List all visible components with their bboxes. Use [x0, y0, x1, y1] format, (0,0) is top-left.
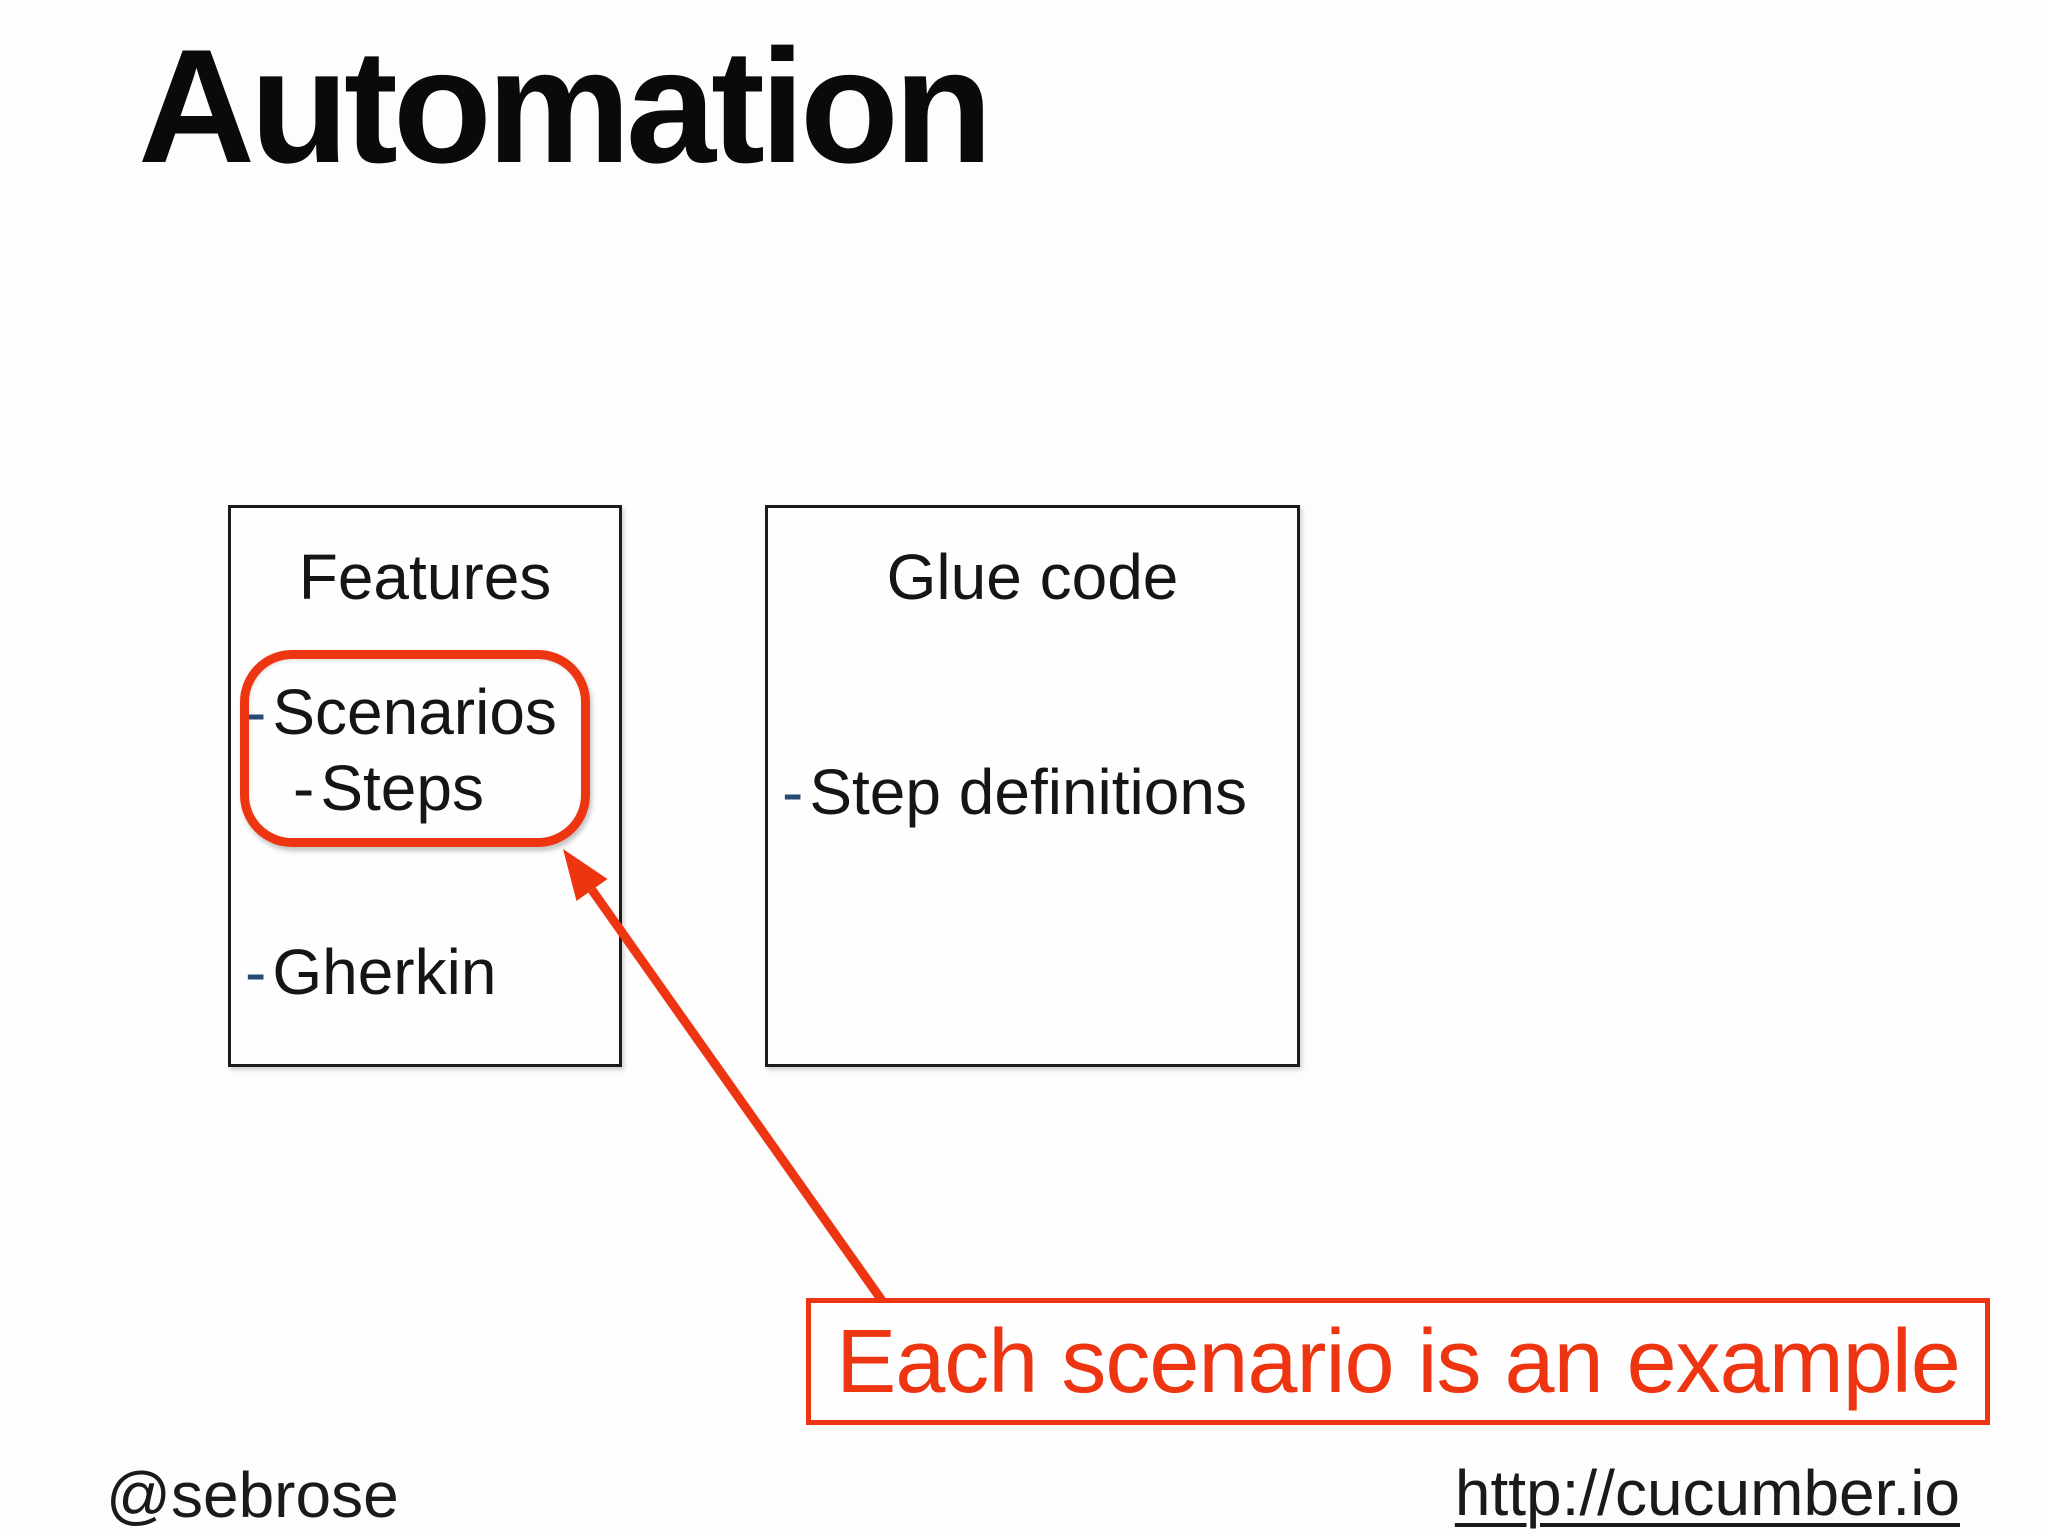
callout-text: Each scenario is an example — [836, 1311, 1961, 1412]
scenario-highlight-ring — [240, 650, 590, 847]
glue-code-box-title: Glue code — [886, 541, 1179, 613]
bullet-steps: -Steps — [293, 756, 484, 820]
dash-bullet: - — [293, 752, 315, 824]
bullet-steps-label: Steps — [320, 752, 484, 824]
slide-title: Automation — [138, 16, 993, 197]
bullet-step-definitions: -Step definitions — [782, 760, 1247, 824]
callout-box: Each scenario is an example — [806, 1298, 1990, 1425]
author-handle: @sebrose — [106, 1459, 399, 1531]
dash-bullet: - — [245, 936, 267, 1008]
bullet-gherkin-label: Gherkin — [272, 936, 497, 1008]
bullet-gherkin: -Gherkin — [245, 940, 496, 1004]
dash-bullet: - — [782, 756, 804, 828]
bullet-step-definitions-label: Step definitions — [809, 756, 1247, 828]
bullet-scenarios-label: Scenarios — [272, 676, 557, 748]
glue-code-box: Glue code -Step definitions — [765, 505, 1300, 1067]
bullet-scenarios: -Scenarios — [245, 680, 557, 744]
features-box-title: Features — [298, 541, 552, 613]
features-box: Features -Scenarios -Steps -Gherkin — [228, 505, 622, 1067]
cucumber-link[interactable]: http://cucumber.io — [1454, 1457, 1960, 1529]
